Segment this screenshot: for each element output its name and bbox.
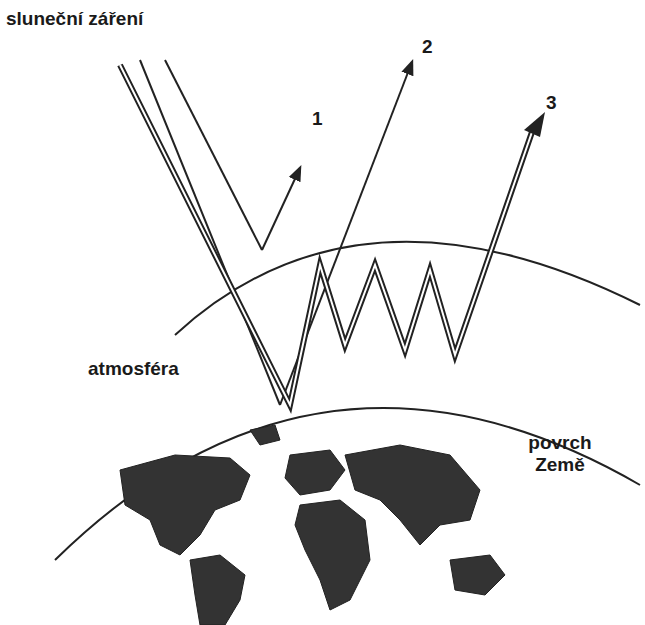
callout-number: 3 (546, 92, 557, 114)
reflected-ray (262, 168, 300, 250)
callout-number: 1 (312, 108, 323, 130)
region-label: atmosféra (88, 358, 179, 380)
trapped-ray (120, 65, 545, 405)
title-label: sluneční záření (6, 8, 143, 30)
ray (140, 60, 280, 405)
region-label: povrch Země (505, 432, 615, 476)
continents (120, 425, 505, 625)
callout-number: 2 (422, 36, 433, 58)
